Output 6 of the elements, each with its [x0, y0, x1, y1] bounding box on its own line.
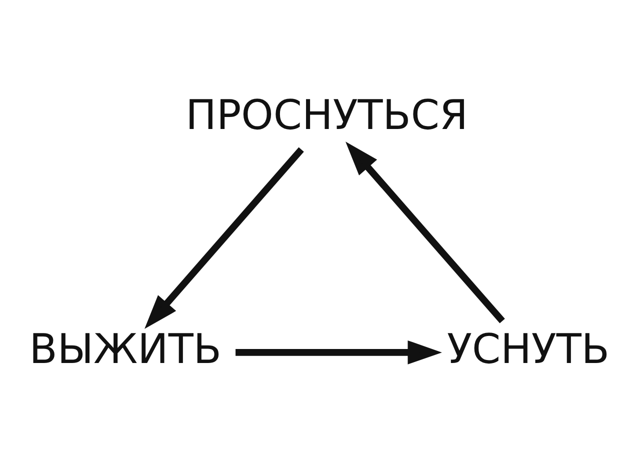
node-text: УСНУТЬ: [447, 324, 610, 373]
arrow: [346, 141, 505, 323]
node-text: ПРОСНУТЬСЯ: [186, 90, 468, 139]
arrow: [236, 340, 442, 364]
node-text: ВЫЖИТЬ: [29, 324, 222, 373]
arrow: [144, 146, 304, 328]
